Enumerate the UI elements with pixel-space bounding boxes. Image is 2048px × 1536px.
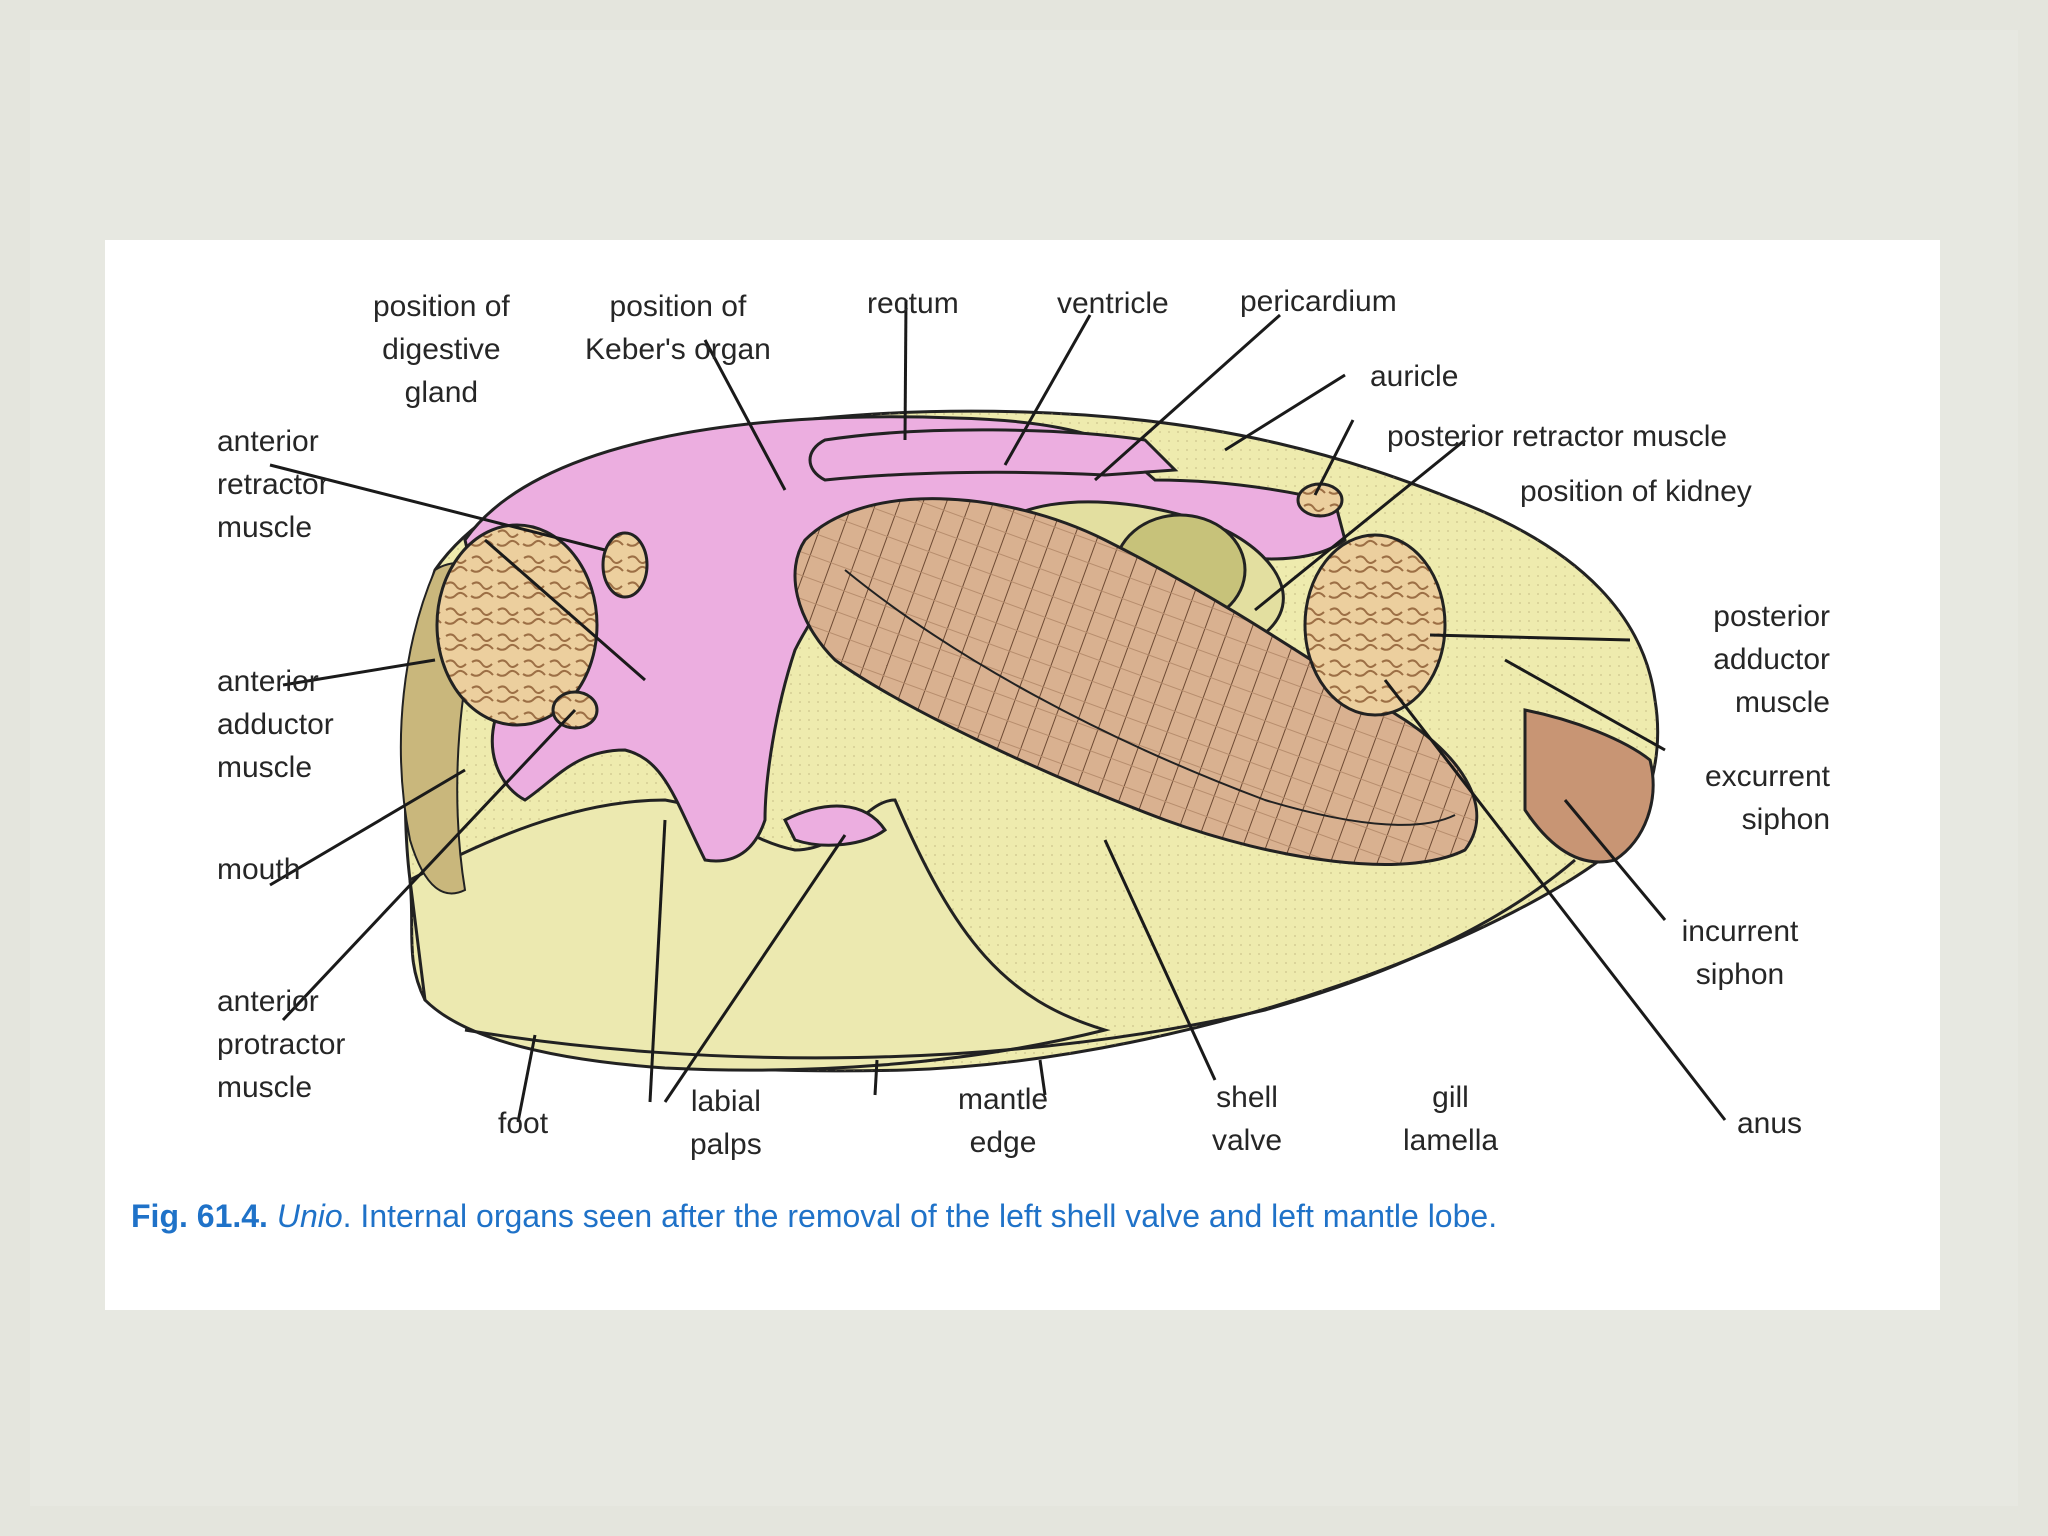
foot-shape <box>408 798 1111 1072</box>
leader-lines <box>269 299 1727 1123</box>
anterior-retractor-shape <box>601 531 649 599</box>
caption-genus: Unio <box>276 1198 343 1234</box>
figure-caption: Fig. 61.4. Unio. Internal organs seen af… <box>131 1198 1497 1235</box>
label-posterior-retractor: posterior retractor muscle <box>1387 420 1728 453</box>
gill-lamella-shape <box>793 497 1479 866</box>
caption-fig-number: Fig. 61.4. <box>131 1198 268 1234</box>
rectum-tube <box>808 428 1179 482</box>
label-anus: anus <box>1737 1107 1803 1140</box>
posterior-adductor-shape <box>1303 533 1447 717</box>
posterior-retractor-shape <box>1296 482 1344 518</box>
label-kidney: position of kidney <box>1520 475 1752 508</box>
label-mouth: mouth <box>217 853 301 886</box>
labial-palps-shape <box>782 804 888 847</box>
anterior-adductor-shape <box>435 523 599 727</box>
unio-illustration <box>269 299 1727 1123</box>
label-rectum: rectum <box>867 287 959 320</box>
label-foot: foot <box>498 1107 549 1140</box>
incurrent-siphon-shape <box>1523 708 1655 864</box>
label-auricle: auricle <box>1370 360 1459 393</box>
mantle-edge-line <box>464 858 1576 1060</box>
label-pericardium: pericardium <box>1240 285 1397 318</box>
label-ventricle: ventricle <box>1057 287 1169 320</box>
caption-text: . Internal organs seen after the removal… <box>342 1198 1498 1234</box>
